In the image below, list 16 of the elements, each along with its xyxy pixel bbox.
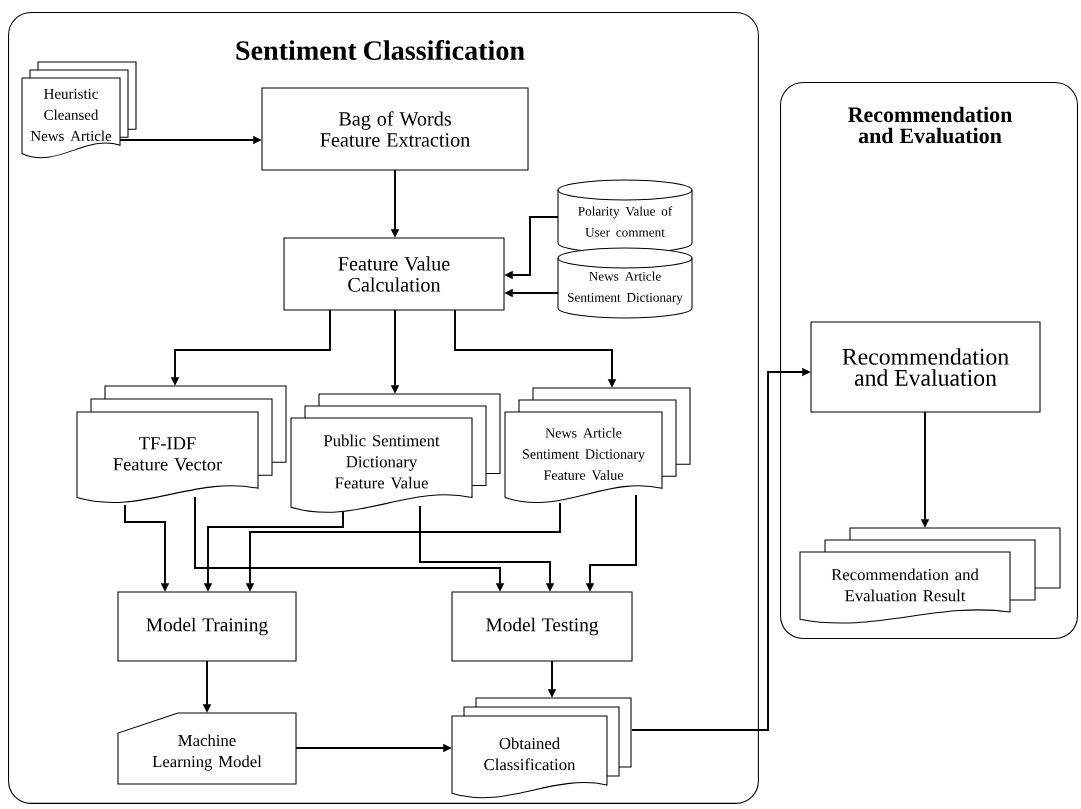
process-box: Model Training — [117, 591, 297, 662]
process-box: Recommendation and Evaluation — [810, 321, 1041, 413]
document-stack: Public Sentiment Dictionary Feature Value — [290, 393, 501, 513]
process-box: Model Testing — [451, 591, 633, 662]
panel-title: Sentiment Classification — [236, 40, 525, 61]
process-box: Bag of Words Feature Extraction — [261, 87, 529, 171]
database-cylinder: Polarity Value of User comment — [557, 179, 693, 254]
database-cylinder: News Article Sentiment Dictionary — [557, 247, 693, 319]
panel-title: Recommendation and Evaluation — [848, 106, 1012, 144]
process-box: Feature Value Calculation — [283, 237, 505, 311]
document-stack: TF-IDF Feature Vector — [76, 385, 287, 503]
document-stack: News Article Sentiment Dictionary Feature Value — [504, 387, 691, 503]
document-stack: Obtained Classification — [451, 697, 632, 799]
node-label: Obtained Classification — [484, 737, 576, 771]
document-stack: Heuristic Cleansed News Article — [21, 61, 137, 159]
document-stack: Recommendation and Evaluation Result — [799, 527, 1061, 624]
